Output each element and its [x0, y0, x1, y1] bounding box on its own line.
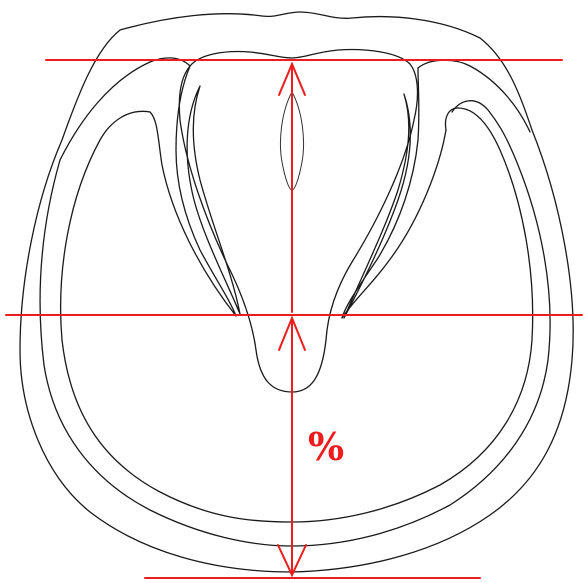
frog-groove-right [344, 94, 410, 318]
bar-right-outer [418, 60, 530, 132]
frog-outer [179, 50, 417, 392]
bar-right [342, 68, 446, 318]
frog-groove-left [187, 86, 240, 314]
bar-left-outer [60, 58, 190, 160]
percent-label: % [308, 424, 344, 469]
